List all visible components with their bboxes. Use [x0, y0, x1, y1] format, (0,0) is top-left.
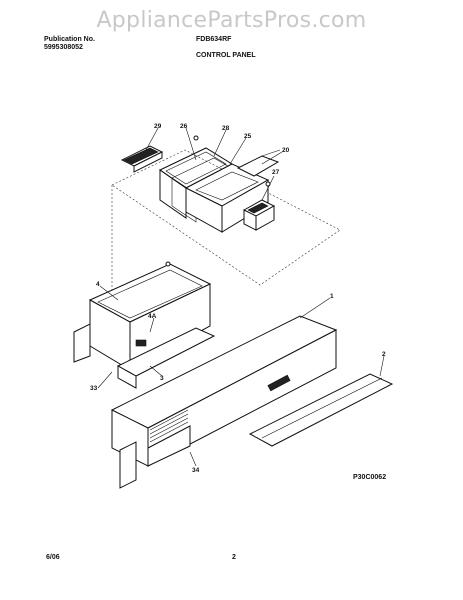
model-number: FDB634RF: [196, 36, 232, 43]
diagram-code: P30C0062: [353, 474, 387, 481]
callout-20: 20: [282, 147, 290, 154]
part-4-inner-panel[interactable]: [73, 261, 212, 371]
part-25-bezel[interactable]: [184, 163, 270, 233]
leader-lines: [97, 127, 385, 467]
callout-28: 28: [222, 125, 230, 132]
part-20-overlay[interactable]: [236, 149, 281, 177]
part-29-vent-panel[interactable]: [120, 145, 164, 173]
callout-2: 2: [382, 351, 386, 358]
footer-date: 6/06: [46, 554, 60, 561]
part-3-control-board[interactable]: [116, 327, 216, 389]
callout-33: 33: [90, 385, 98, 392]
page-number: 2: [232, 554, 236, 561]
callout-3: 3: [160, 375, 164, 382]
callout-1: 1: [330, 293, 334, 300]
assembly-guide-line: [111, 149, 341, 286]
part-2-trim-strip[interactable]: [248, 373, 394, 447]
watermark: AppliancePartsPros.com: [96, 8, 367, 33]
part-27-switch[interactable]: [242, 181, 276, 231]
callout-27: 27: [272, 169, 280, 176]
publication-number: 5995308052: [44, 44, 83, 51]
callout-29: 29: [154, 123, 162, 130]
publication-label: Publication No.: [44, 36, 95, 43]
callout-25: 25: [244, 133, 252, 140]
section-title: CONTROL PANEL: [196, 52, 256, 59]
callout-4a: 4A: [148, 313, 157, 320]
callout-34: 34: [192, 467, 200, 474]
part-1-control-panel[interactable]: [110, 315, 338, 489]
callout-26: 26: [180, 123, 188, 130]
callout-4: 4: [96, 281, 100, 288]
